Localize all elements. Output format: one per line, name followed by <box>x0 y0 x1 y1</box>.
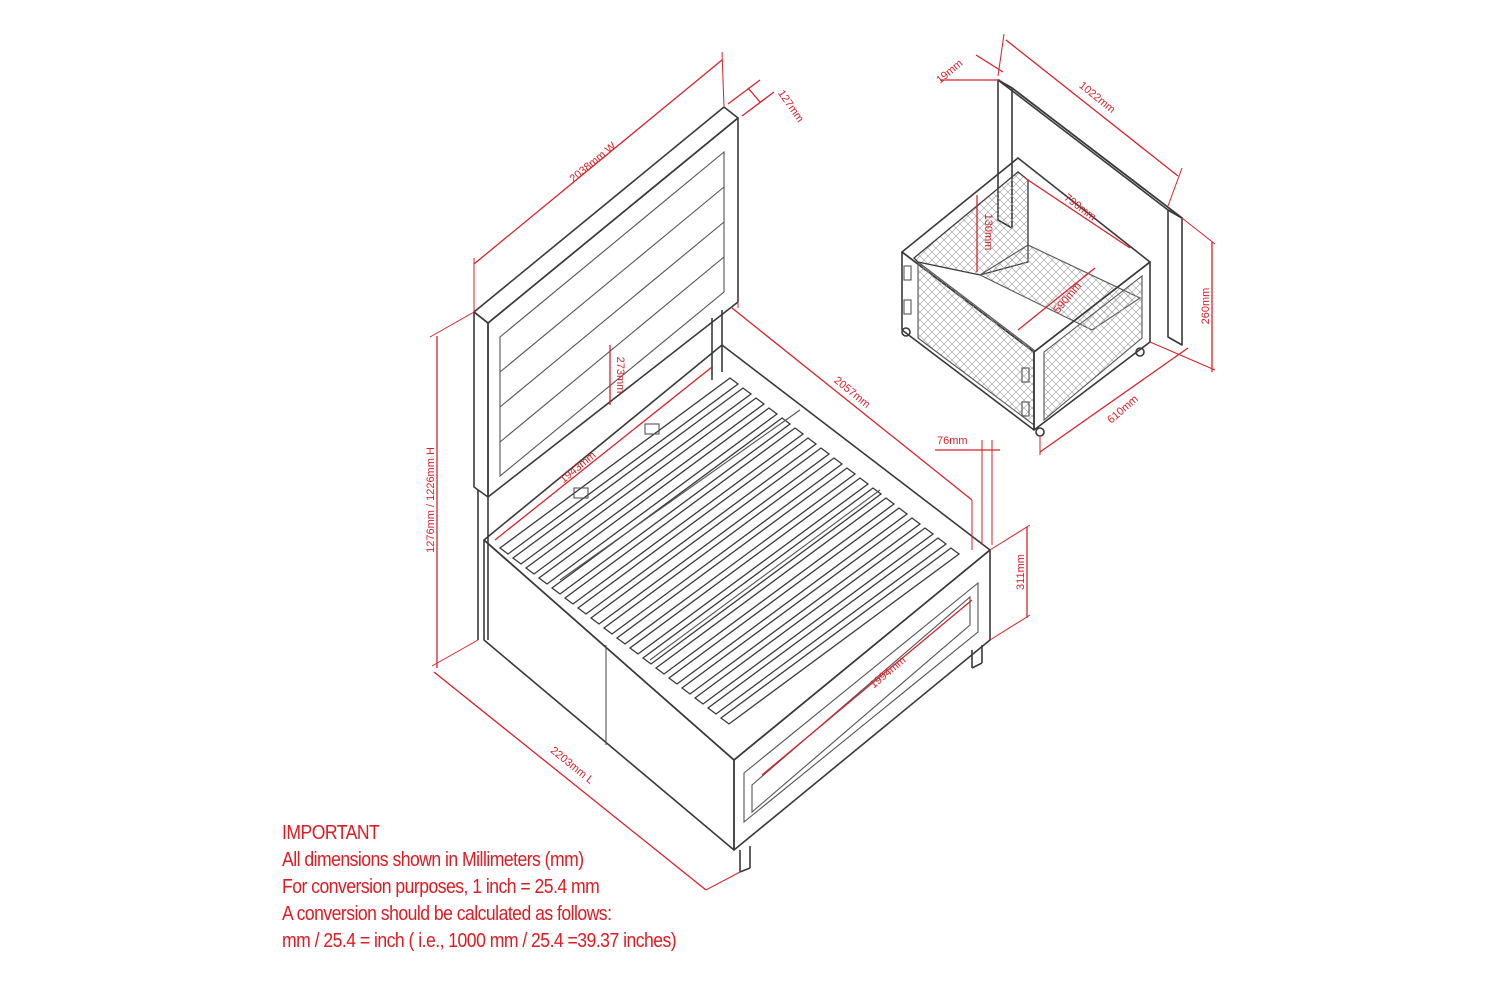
dim-drawer-depth: 610mm <box>1105 393 1141 426</box>
dim-overall-length: 2203mm L <box>548 745 596 787</box>
dim-rail-height: 311mm <box>1015 554 1027 590</box>
dim-drawer-width: 1022mm <box>1076 80 1117 116</box>
note-heading: IMPORTANT <box>282 822 380 844</box>
dim-drawer-height: 260mm <box>1200 288 1212 325</box>
dim-headboard-depth: 127mm <box>775 88 806 125</box>
note-line-3: A conversion should be calculated as fol… <box>282 903 612 925</box>
note-line-1: All dimensions shown in Millimeters (mm) <box>282 849 584 871</box>
bed-drawing <box>473 106 991 873</box>
dim-headboard-width: 2038mm W <box>568 140 620 185</box>
drawer-drawing <box>901 79 1183 437</box>
important-note: IMPORTANT All dimensions shown in Millim… <box>282 820 677 955</box>
note-line-2: For conversion purposes, 1 inch = 25.4 m… <box>282 876 600 898</box>
bed-slats <box>498 377 961 725</box>
dim-drawer-inner-height: 130mm <box>982 214 994 251</box>
note-line-4: mm / 25.4 = inch ( i.e., 1000 mm / 25.4 … <box>282 930 677 952</box>
dim-drawer-inner-width: 790mm <box>1062 192 1099 224</box>
dim-height: 1276mm / 1226mm H <box>425 447 437 553</box>
dim-footboard-width: 1994mm <box>868 654 908 691</box>
dim-inner-height: 273mm <box>614 357 626 394</box>
dim-rail-thickness: 76mm <box>937 435 968 447</box>
dim-drawer-panel: 19mm <box>934 57 965 86</box>
headboard <box>473 106 739 640</box>
